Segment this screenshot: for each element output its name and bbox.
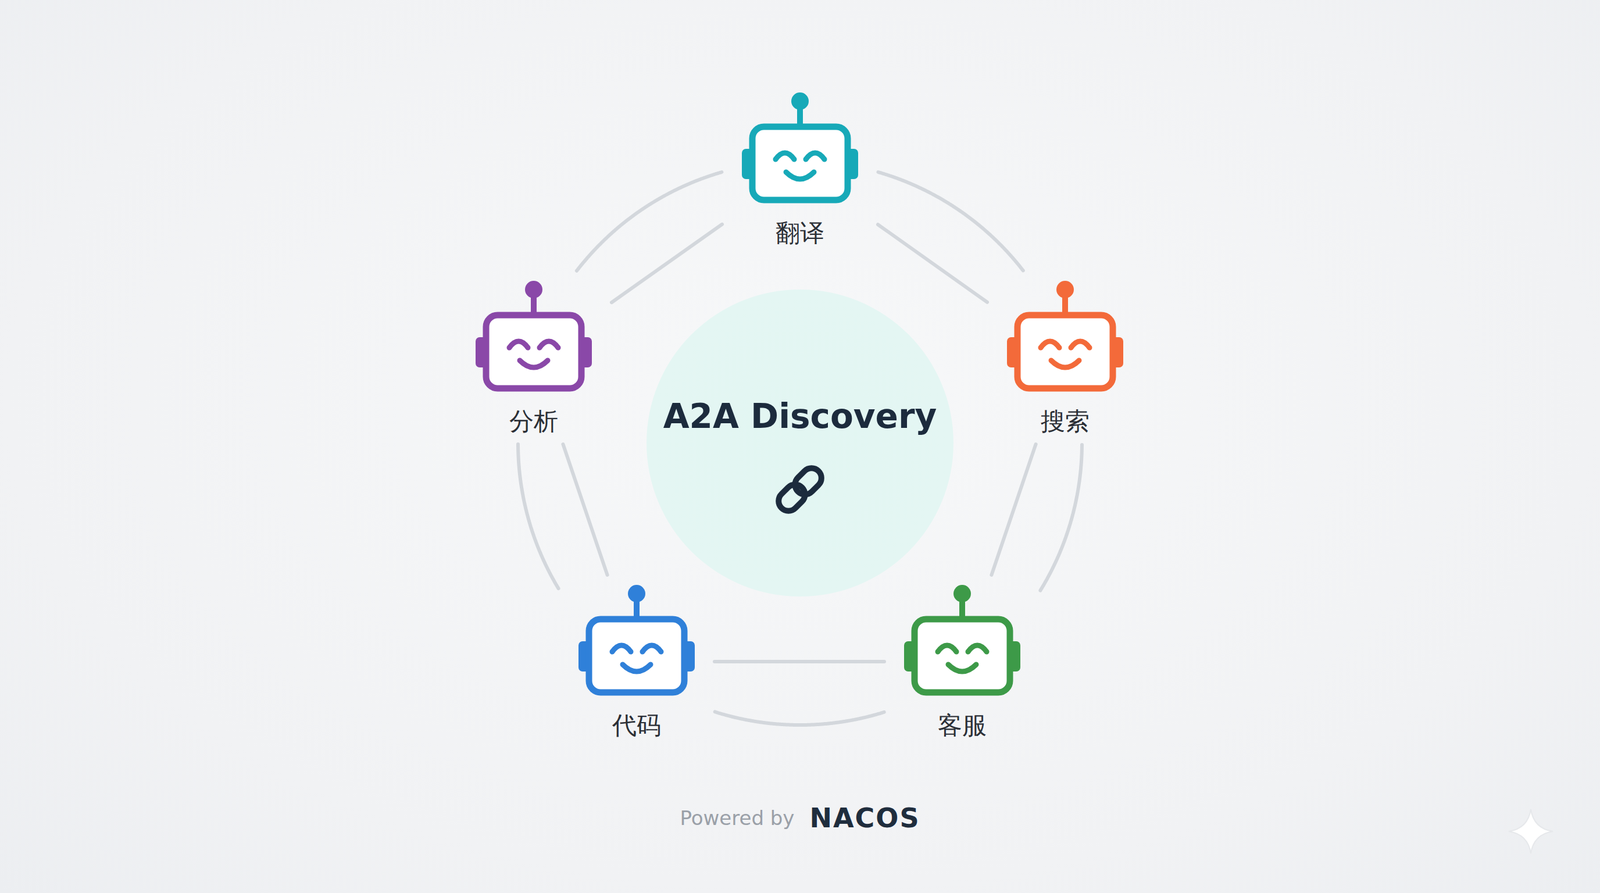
- agent-label: 分析: [509, 406, 559, 437]
- chain-link: [774, 480, 809, 515]
- robot-eye: [775, 152, 795, 160]
- agent-node: 客服: [892, 583, 1032, 741]
- sparkle-watermark: [1508, 809, 1553, 854]
- link-icon-group: [774, 463, 826, 516]
- ring-connector: [715, 711, 885, 725]
- robot-eye: [1040, 341, 1060, 348]
- hub-title: A2A Discovery: [646, 396, 954, 437]
- agent-label: 客服: [937, 711, 987, 741]
- robot-eye: [539, 341, 559, 348]
- robot-smile: [786, 172, 814, 180]
- robot-smile: [948, 664, 977, 672]
- ring-connector: [877, 172, 1023, 271]
- link-connector: [562, 444, 607, 575]
- robot-eye: [642, 645, 662, 652]
- footer: Powered by NACOS: [0, 802, 1600, 834]
- agent-node: 翻译: [730, 90, 870, 248]
- robot-icon: [995, 279, 1135, 396]
- robot-eye: [937, 645, 957, 652]
- robot-eye: [509, 341, 528, 348]
- agent-label: 翻译: [775, 218, 825, 248]
- link-connector: [877, 224, 988, 303]
- brand-logo-text: NACOS: [809, 802, 920, 834]
- agent-node: 分析: [463, 279, 604, 437]
- robot-head: [486, 315, 582, 389]
- agent-node: 搜索: [995, 279, 1135, 437]
- robot-icon: [463, 279, 604, 396]
- agent-label: 代码: [612, 711, 662, 741]
- robot-eye: [968, 645, 987, 652]
- robot-head: [588, 619, 685, 693]
- robot-antenna-ball: [525, 280, 543, 299]
- robot-antenna-ball: [791, 92, 809, 110]
- robot-smile: [622, 664, 651, 672]
- ring-connector: [1040, 444, 1082, 591]
- robot-head: [914, 619, 1010, 693]
- robot-icon: [892, 583, 1032, 700]
- robot-eye: [805, 152, 825, 160]
- robot-smile: [1051, 360, 1080, 368]
- robot-eye: [612, 645, 631, 652]
- robot-antenna-ball: [953, 584, 971, 603]
- robot-antenna-ball: [1056, 280, 1074, 299]
- robot-eye: [1070, 341, 1090, 348]
- robot-icon: [730, 90, 870, 207]
- robot-head: [1017, 315, 1113, 389]
- robot-head: [752, 126, 848, 200]
- powered-by-text: Powered by: [679, 806, 795, 830]
- ring-connector: [518, 444, 559, 589]
- link-connector: [991, 444, 1036, 575]
- robot-antenna-ball: [627, 584, 646, 603]
- agent-label: 搜索: [1040, 406, 1090, 437]
- link-icon: [768, 457, 832, 522]
- robot-smile: [519, 360, 548, 368]
- ring-connector: [576, 172, 723, 271]
- chain-link: [790, 463, 825, 499]
- discovery-hub: A2A Discovery: [646, 289, 954, 597]
- link-connector: [714, 659, 885, 664]
- robot-icon: [566, 583, 707, 700]
- link-connector: [611, 224, 723, 303]
- agent-node: 代码: [566, 583, 707, 741]
